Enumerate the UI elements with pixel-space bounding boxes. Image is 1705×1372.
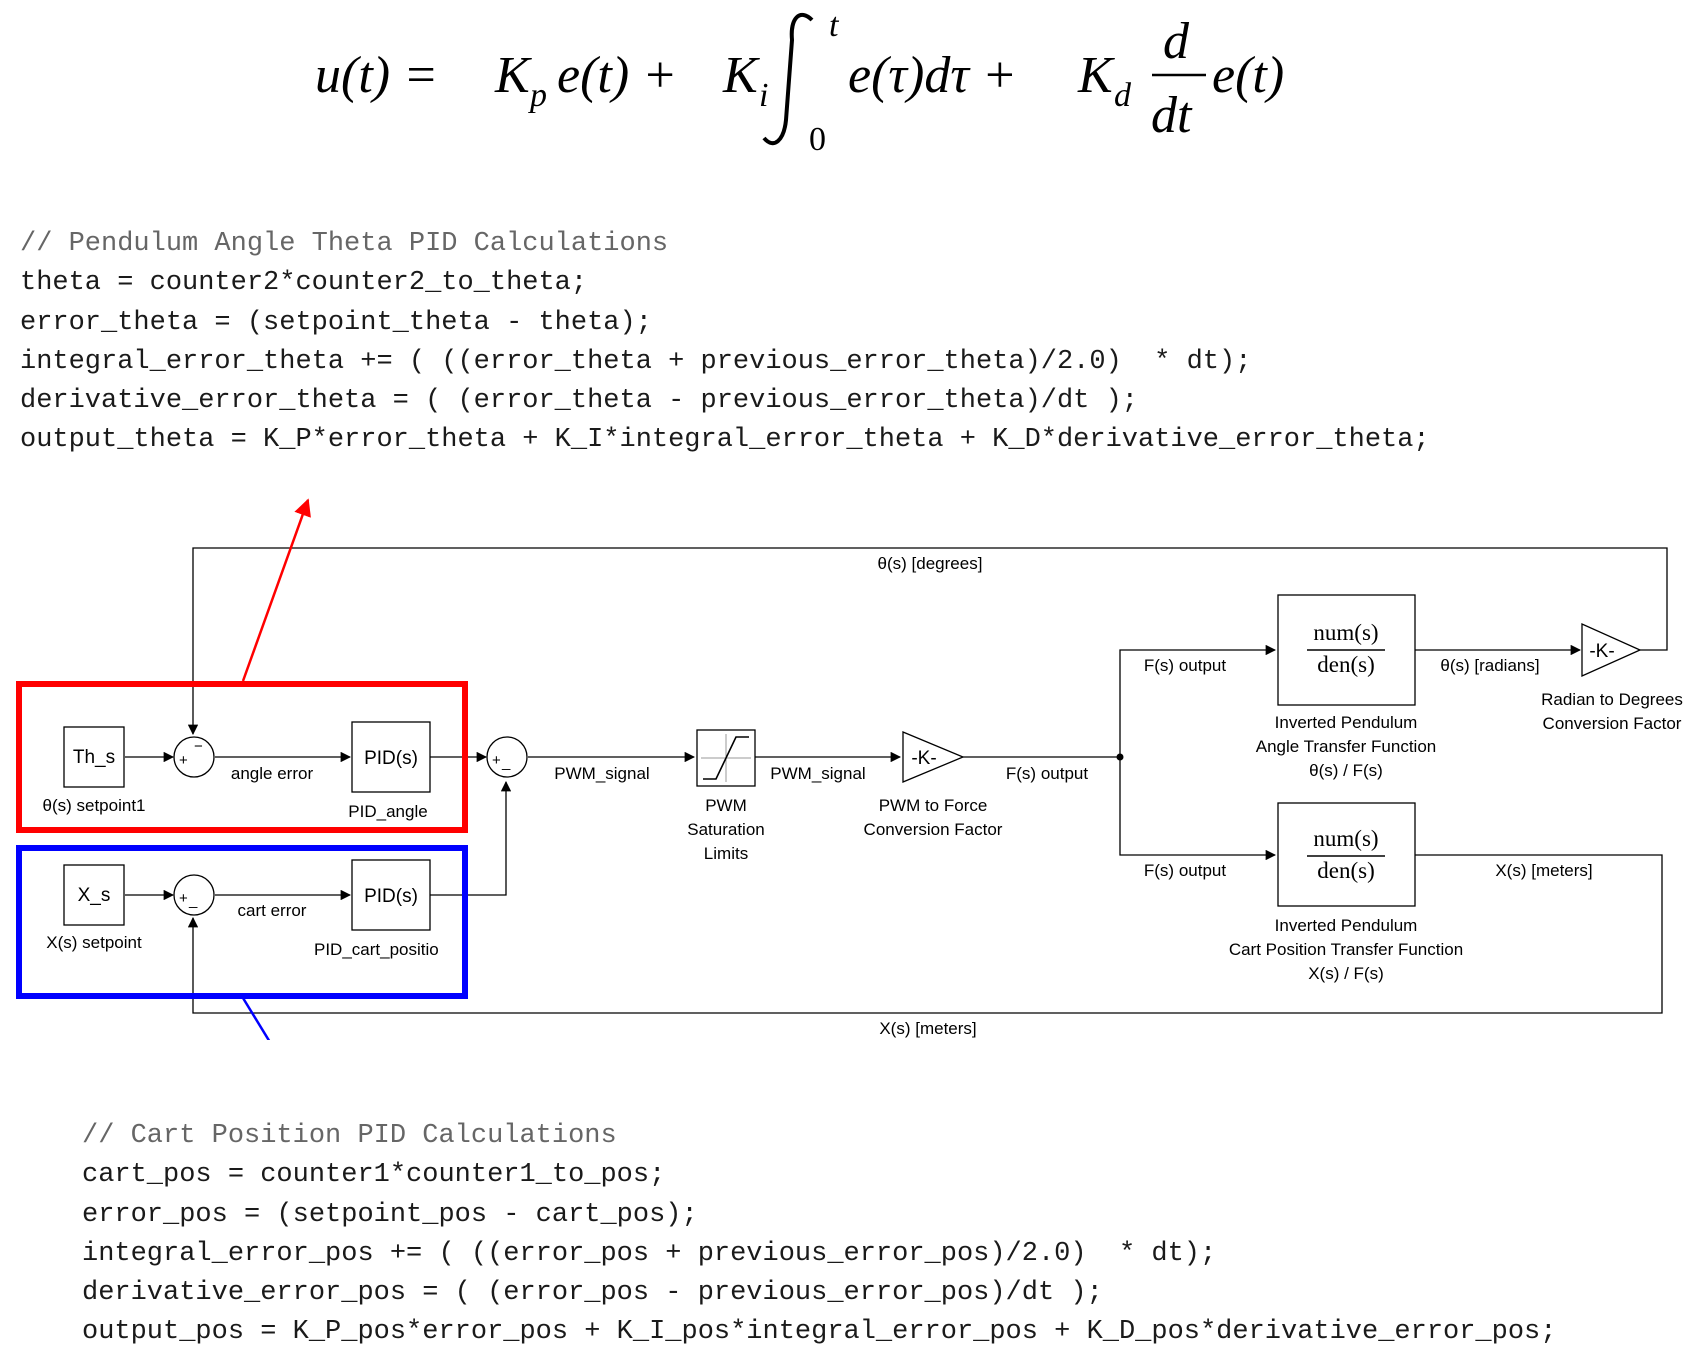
pid-angle-label: PID(s) — [364, 748, 418, 769]
angle-error-label: angle error — [231, 764, 314, 783]
line-x-meters-feedback — [187, 854, 1663, 1014]
formula-ki-sub: i — [759, 77, 768, 114]
formula-et: e(t) + — [557, 47, 677, 104]
saturation-icon — [701, 734, 751, 782]
x-meters-right-label: X(s) [meters] — [1495, 861, 1592, 880]
formula-kd: K — [1077, 47, 1115, 104]
angle-tf-caption-line: θ(s) / F(s) — [1309, 761, 1383, 780]
block-diagram: Th_s θ(s) setpoint1 + − angle error PID(… — [16, 498, 1683, 1040]
formula-kp: K — [494, 47, 532, 104]
formula-int-upper: t — [829, 7, 840, 44]
pwm-gain-label: -K- — [911, 748, 936, 769]
line-force-to-angle-tf — [1119, 644, 1277, 757]
formula-lhs: u(t) = — [315, 47, 438, 104]
angle-tf-num: num(s) — [1313, 620, 1378, 645]
line-pid-cart-out — [430, 780, 512, 896]
cart-code-line: integral_error_pos += ( ((error_pos + pr… — [82, 1238, 1217, 1269]
cart-tf-caption-line: X(s) / F(s) — [1308, 964, 1384, 983]
pwm-signal-2-label: PWM_signal — [770, 764, 865, 783]
force-output-bottom-label: F(s) output — [1144, 861, 1226, 880]
cart-error-label: cart error — [238, 901, 307, 920]
formula-integrand: e(τ)dτ + — [848, 47, 1017, 104]
cart-sum-minus: _ — [188, 892, 198, 909]
cart-tf-caption-line: Cart Position Transfer Function — [1229, 940, 1463, 959]
theta-code-line: theta = counter2*counter2_to_theta; — [20, 268, 588, 299]
line-force-to-cart-tf — [1119, 757, 1277, 861]
formula-ki: K — [722, 47, 760, 104]
ths-caption: θ(s) setpoint1 — [43, 796, 146, 815]
theta-code-line: error_theta = (setpoint_theta - theta); — [20, 307, 652, 338]
cart-tf-caption-line: Inverted Pendulum — [1275, 916, 1418, 935]
line-theta-degrees-feedback — [187, 547, 1668, 736]
angle-tf-den: den(s) — [1317, 652, 1374, 677]
pid-formula: u(t) = K p e(t) + K i t 0 e(τ)dτ + K d d… — [315, 7, 1284, 158]
cart-tf-num: num(s) — [1313, 826, 1378, 851]
xs-block[interactable] — [63, 864, 125, 926]
blue-pointer-arrow — [241, 997, 271, 1040]
theta-code-comment: // Pendulum Angle Theta PID Calculations — [20, 229, 669, 259]
rad-gain-block[interactable] — [1581, 622, 1642, 678]
ths-block-label: Th_s — [73, 747, 115, 768]
cart-sum-plus: + — [179, 890, 188, 907]
saturation-caption-line: Limits — [704, 844, 748, 863]
saturation-caption-line: Saturation — [687, 820, 765, 839]
angle-sum-minus: − — [194, 738, 203, 755]
force-output-label: F(s) output — [1006, 764, 1088, 783]
cart-tf-block[interactable] — [1277, 802, 1416, 907]
formula-d-den: dt — [1151, 87, 1193, 144]
ths-block[interactable] — [63, 726, 125, 788]
xs-block-label: X_s — [78, 885, 111, 906]
cart-code-line: cart_pos = counter1*counter1_to_pos; — [82, 1160, 666, 1191]
formula-kd-sub: d — [1114, 77, 1132, 114]
main-sum-junction[interactable] — [486, 736, 528, 778]
cart-code-line: derivative_error_pos = ( (error_pos - pr… — [82, 1278, 1103, 1309]
theta-code-line: integral_error_theta += ( ((error_theta … — [20, 346, 1252, 377]
formula-int-lower: 0 — [809, 121, 826, 158]
saturation-caption-line: PWM — [705, 796, 747, 815]
angle-pid-highlight — [16, 681, 468, 833]
rad-gain-caption-line: Conversion Factor — [1543, 714, 1682, 733]
cart-tf-den: den(s) — [1317, 858, 1374, 883]
angle-sum-junction[interactable] — [173, 736, 215, 778]
integral-sign — [762, 12, 814, 146]
angle-tf-caption-line: Inverted Pendulum — [1275, 713, 1418, 732]
theta-code-line: output_theta = K_P*error_theta + K_I*int… — [20, 425, 1430, 456]
rad-gain-label: -K- — [1589, 641, 1614, 662]
red-pointer-arrow — [241, 498, 311, 682]
rad-gain-caption-line: Radian to Degrees — [1541, 690, 1683, 709]
force-output-top-label: F(s) output — [1144, 656, 1226, 675]
branch-point — [1116, 753, 1124, 761]
pid-cart-label: PID(s) — [364, 886, 418, 907]
xs-caption: X(s) setpoint — [46, 933, 142, 952]
theta-code-line: derivative_error_theta = ( (error_theta … — [20, 386, 1138, 417]
pid-cart-caption: PID_cart_positio — [314, 940, 439, 959]
pwm-gain-block[interactable] — [902, 731, 965, 783]
pid-cart-block[interactable] — [351, 859, 431, 931]
angle-sum-plus: + — [179, 752, 188, 769]
theta-radians-label: θ(s) [radians] — [1440, 656, 1539, 675]
x-meters-bottom-label: X(s) [meters] — [879, 1019, 976, 1038]
cart-code-comment: // Cart Position PID Calculations — [82, 1121, 617, 1151]
pid-angle-caption: PID_angle — [348, 802, 427, 821]
formula-kp-sub: p — [528, 77, 547, 114]
cart-pid-highlight — [16, 845, 468, 999]
formula-tail: e(t) — [1212, 47, 1284, 104]
pid-angle-block[interactable] — [351, 721, 431, 793]
main-sum-plus: + — [492, 752, 501, 769]
pwm-signal-1-label: PWM_signal — [554, 764, 649, 783]
main-sum-minus: _ — [501, 754, 511, 771]
cart-pid-code: // Cart Position PID Calculations cart_p… — [82, 1117, 1556, 1353]
theta-pid-code: // Pendulum Angle Theta PID Calculations… — [20, 225, 1430, 461]
cart-code-line: error_pos = (setpoint_pos - cart_pos); — [82, 1199, 698, 1230]
pwm-gain-caption-line: Conversion Factor — [864, 820, 1003, 839]
cart-code-line: output_pos = K_P_pos*error_pos + K_I_pos… — [82, 1317, 1557, 1348]
pwm-gain-caption-line: PWM to Force — [879, 796, 988, 815]
theta-degrees-label: θ(s) [degrees] — [878, 554, 983, 573]
formula-d-num: d — [1163, 13, 1190, 70]
cart-sum-junction[interactable] — [173, 874, 215, 916]
angle-tf-caption-line: Angle Transfer Function — [1256, 737, 1436, 756]
